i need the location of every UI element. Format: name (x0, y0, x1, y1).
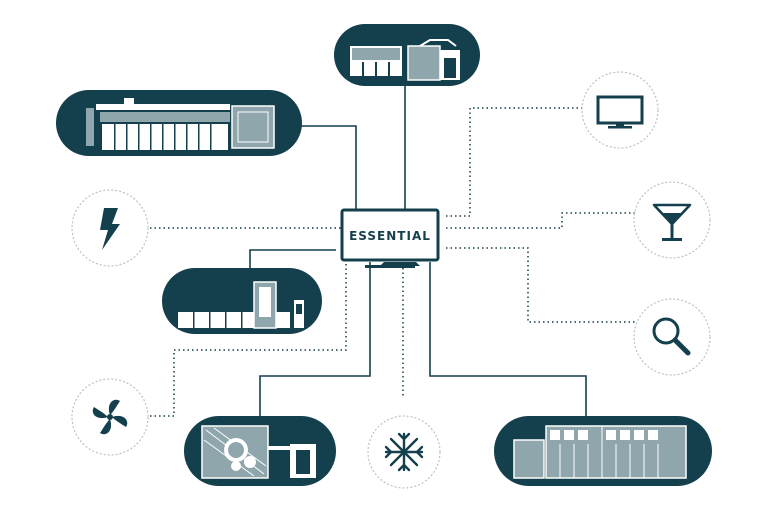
utility-cooling[interactable] (367, 415, 441, 489)
printing-press-icon (178, 281, 304, 329)
utility-ventilation[interactable] (71, 378, 149, 456)
press-line-icon (86, 98, 275, 150)
connector-bottom-right (429, 262, 587, 418)
dotted-connectors (150, 107, 636, 417)
fan-icon (92, 399, 128, 435)
utility-search[interactable] (633, 298, 711, 376)
central-label: ESSENTIAL (349, 229, 431, 243)
folding-machine-icon (513, 425, 687, 479)
cocktail-glass-icon (652, 203, 692, 241)
circle-frame (581, 71, 659, 149)
machine-middle-left[interactable] (162, 268, 322, 334)
utility-cocktail[interactable] (633, 181, 711, 259)
monitor-icon (596, 95, 644, 129)
connector-top-left (300, 125, 357, 210)
monitor-stand (365, 265, 415, 268)
dotted-ventilation (150, 262, 347, 417)
press-machine-icon (350, 39, 460, 81)
lightning-icon (100, 208, 120, 250)
utility-display[interactable] (581, 71, 659, 149)
machine-bottom-right[interactable] (494, 416, 712, 486)
snowflake-icon (384, 432, 424, 472)
machine-top-left[interactable] (56, 90, 302, 156)
machine-top[interactable] (334, 24, 480, 86)
monitor-screen (340, 208, 440, 262)
dotted-display (446, 107, 582, 217)
magnifier-icon (652, 317, 691, 356)
offset-press-icon (201, 425, 316, 479)
central-monitor[interactable]: ESSENTIAL (340, 208, 440, 268)
machine-bottom-left[interactable] (184, 416, 336, 486)
dotted-cocktail (446, 212, 636, 229)
dotted-search (446, 247, 636, 323)
utility-electricity[interactable] (71, 189, 149, 267)
circle-frame (633, 298, 711, 376)
connector-bottom-left (259, 262, 371, 418)
